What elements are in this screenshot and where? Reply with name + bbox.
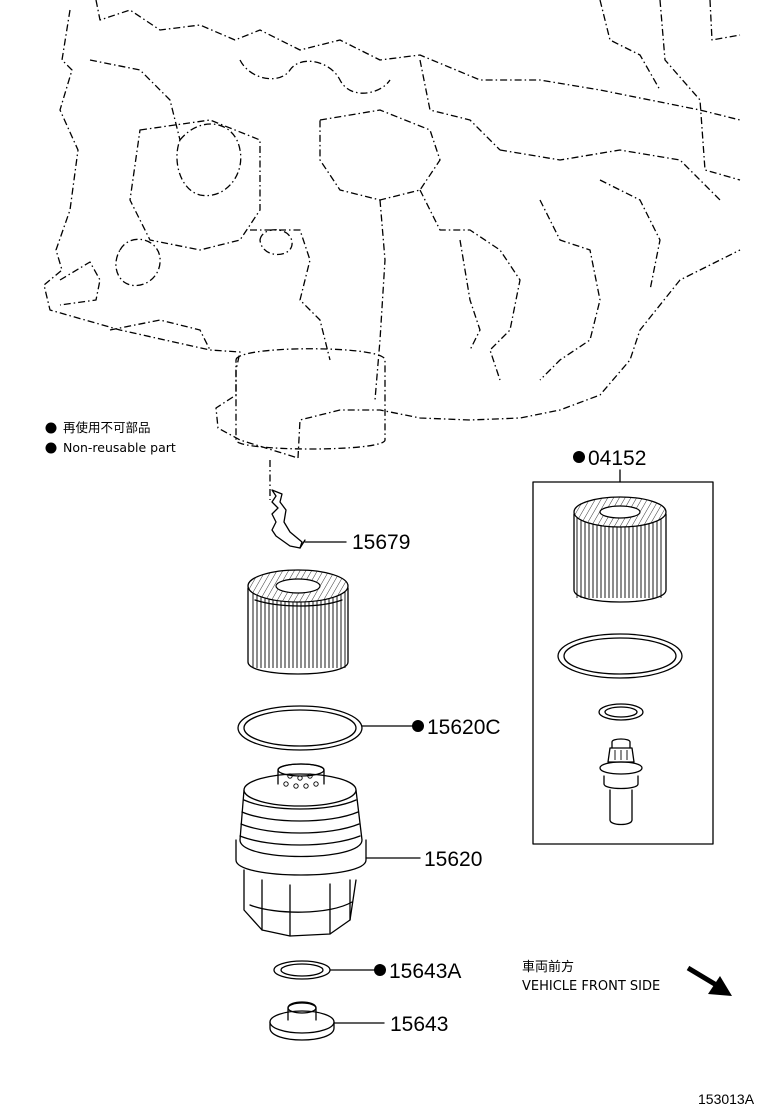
part-label-15620: 15620 [424, 848, 482, 871]
part-label-15620c: 15620C [427, 716, 501, 739]
part-label-15679: 15679 [352, 531, 410, 554]
part-15643-drain-plug: 15643 [269, 1001, 448, 1041]
non-reusable-dot-icon [374, 964, 386, 976]
vehicle-front-indicator: 車両前方 VEHICLE FRONT SIDE [522, 959, 732, 996]
kit-contents-box [532, 481, 714, 845]
legend: 再使用不可部品 Non-reusable part [45, 420, 176, 455]
non-reusable-dot-icon [573, 451, 585, 463]
part-15620-filter-cap: 15620 [235, 763, 482, 937]
oil-filter-element [247, 569, 349, 675]
part-15620c-o-ring: 15620C [237, 705, 501, 751]
part-label-15643: 15643 [390, 1013, 448, 1036]
legend-label-jp: 再使用不可部品 [63, 420, 151, 435]
filled-dot-icon [45, 442, 57, 454]
arrow-down-right-icon [686, 965, 732, 996]
kit-label-04152: 04152 [588, 447, 646, 470]
front-label-en: VEHICLE FRONT SIDE [522, 979, 660, 994]
front-label-jp: 車両前方 [522, 959, 574, 975]
legend-label-en: Non-reusable part [63, 440, 176, 455]
kit-04152: 04152 [532, 447, 714, 845]
figure-code: 153013A [698, 1091, 755, 1107]
part-15679-bracket: 15679 [271, 489, 410, 554]
filled-dot-icon [45, 422, 57, 434]
engine-block-outline [43, 0, 741, 500]
non-reusable-dot-icon [412, 720, 424, 732]
part-15643a-gasket: 15643A [273, 960, 461, 983]
part-label-15643a: 15643A [389, 960, 461, 983]
